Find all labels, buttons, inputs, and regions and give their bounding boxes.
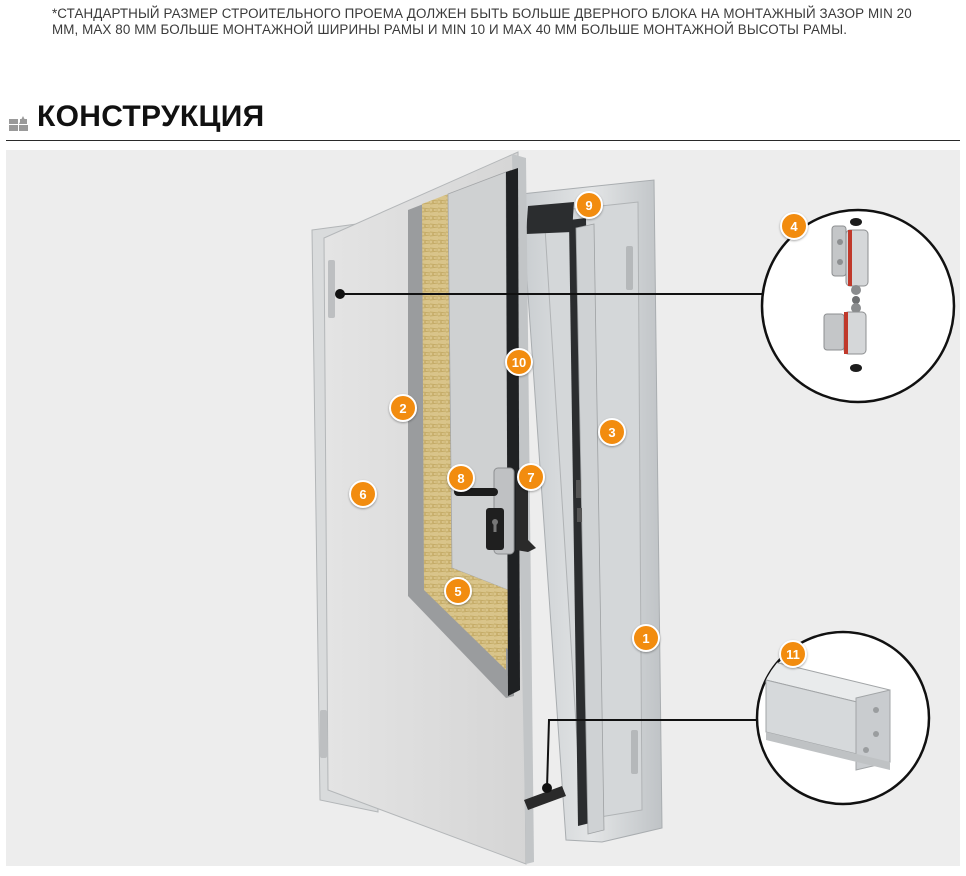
leaf-hinge-bottom — [320, 710, 327, 758]
section-header: КОНСТРУКЦИЯ — [6, 98, 960, 141]
leaf-hinge-top — [328, 260, 335, 318]
frame-profile-detail-callout — [755, 630, 931, 806]
hinge-detail-callout — [760, 208, 956, 404]
marker-8[interactable]: 8 — [447, 464, 475, 492]
marker-5[interactable]: 5 — [444, 577, 472, 605]
marker-7[interactable]: 7 — [517, 463, 545, 491]
installation-note: *СТАНДАРТНЫЙ РАЗМЕР СТРОИТЕЛЬНОГО ПРОЕМА… — [52, 6, 912, 37]
marker-4[interactable]: 4 — [780, 212, 808, 240]
construction-section-icon — [9, 116, 28, 131]
frame-hinge-top — [626, 246, 633, 290]
section-title: КОНСТРУКЦИЯ — [37, 100, 265, 133]
marker-6[interactable]: 6 — [349, 480, 377, 508]
frame-hinge-bottom — [631, 730, 638, 774]
door-construction-diagram: 1 2 3 4 5 6 7 8 9 10 11 — [6, 150, 960, 866]
marker-2[interactable]: 2 — [389, 394, 417, 422]
mineral-wool-fill — [422, 194, 506, 670]
marker-10[interactable]: 10 — [505, 348, 533, 376]
marker-1[interactable]: 1 — [632, 624, 660, 652]
marker-11[interactable]: 11 — [779, 640, 807, 668]
marker-9[interactable]: 9 — [575, 191, 603, 219]
marker-3[interactable]: 3 — [598, 418, 626, 446]
door-illustration — [311, 151, 956, 865]
